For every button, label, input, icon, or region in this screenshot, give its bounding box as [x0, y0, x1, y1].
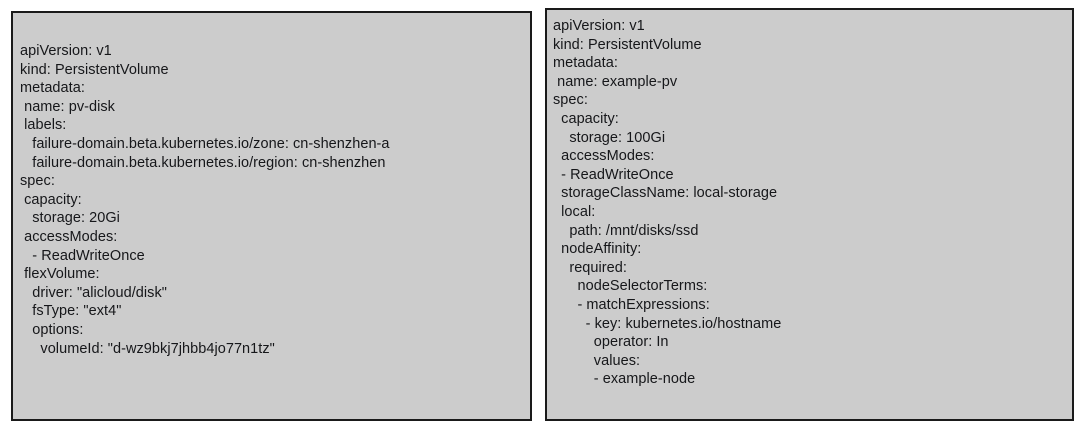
yaml-line: storage: 20Gi [20, 210, 120, 227]
yaml-line: storageClassName: local-storage [553, 185, 778, 202]
yaml-line: nodeSelectorTerms: [553, 278, 708, 295]
yaml-line: - ReadWriteOnce [20, 247, 145, 264]
yaml-line: metadata: [553, 55, 618, 72]
yaml-line: name: pv-disk [20, 98, 115, 115]
yaml-line: kind: PersistentVolume [20, 61, 169, 78]
yaml-line: apiVersion: v1 [20, 43, 112, 59]
yaml-line: - key: kubernetes.io/hostname [553, 315, 782, 332]
yaml-line: name: example-pv [553, 73, 678, 90]
yaml-line: - matchExpressions: [553, 296, 710, 313]
yaml-line: values: [553, 352, 641, 369]
yaml-line: driver: "alicloud/disk" [20, 284, 167, 301]
yaml-line: path: /mnt/disks/ssd [553, 222, 699, 239]
yaml-line: options: [20, 321, 84, 338]
yaml-line: failure-domain.beta.kubernetes.io/region… [20, 154, 386, 171]
yaml-line: - ReadWriteOnce [553, 166, 674, 183]
yaml-line: - example-node [553, 371, 696, 388]
yaml-line: spec: [20, 173, 55, 190]
yaml-line: fsType: "ext4" [20, 303, 122, 320]
yaml-line: failure-domain.beta.kubernetes.io/zone: … [20, 135, 390, 152]
yaml-line: operator: In [553, 334, 669, 351]
yaml-line: capacity: [20, 191, 82, 208]
yaml-line: nodeAffinity: [553, 241, 642, 258]
yaml-panel-right: apiVersion: v1 kind: PersistentVolume meta… [545, 8, 1074, 421]
yaml-line: volumeId: "d-wz9bkj7jhbb4jo77n1tz" [20, 340, 275, 357]
yaml-panel-left: apiVersion: v1 kind: PersistentVolume meta… [11, 11, 532, 421]
yaml-line: apiVersion: v1 [553, 18, 645, 34]
yaml-line: spec: [553, 92, 588, 109]
yaml-line: required: [553, 259, 627, 276]
yaml-line: storage: 100Gi [553, 129, 666, 146]
yaml-line: flexVolume: [20, 266, 100, 283]
yaml-line: metadata: [20, 80, 85, 97]
yaml-line: local: [553, 203, 596, 220]
yaml-line: kind: PersistentVolume [553, 36, 702, 53]
yaml-code-block-right: apiVersion: v1 kind: PersistentVolume meta… [547, 10, 781, 389]
yaml-line: accessModes: [553, 148, 655, 165]
yaml-line: accessModes: [20, 228, 118, 245]
yaml-code-block-left: apiVersion: v1 kind: PersistentVolume meta… [13, 13, 390, 358]
yaml-line: labels: [20, 117, 67, 134]
yaml-line: capacity: [553, 110, 619, 127]
